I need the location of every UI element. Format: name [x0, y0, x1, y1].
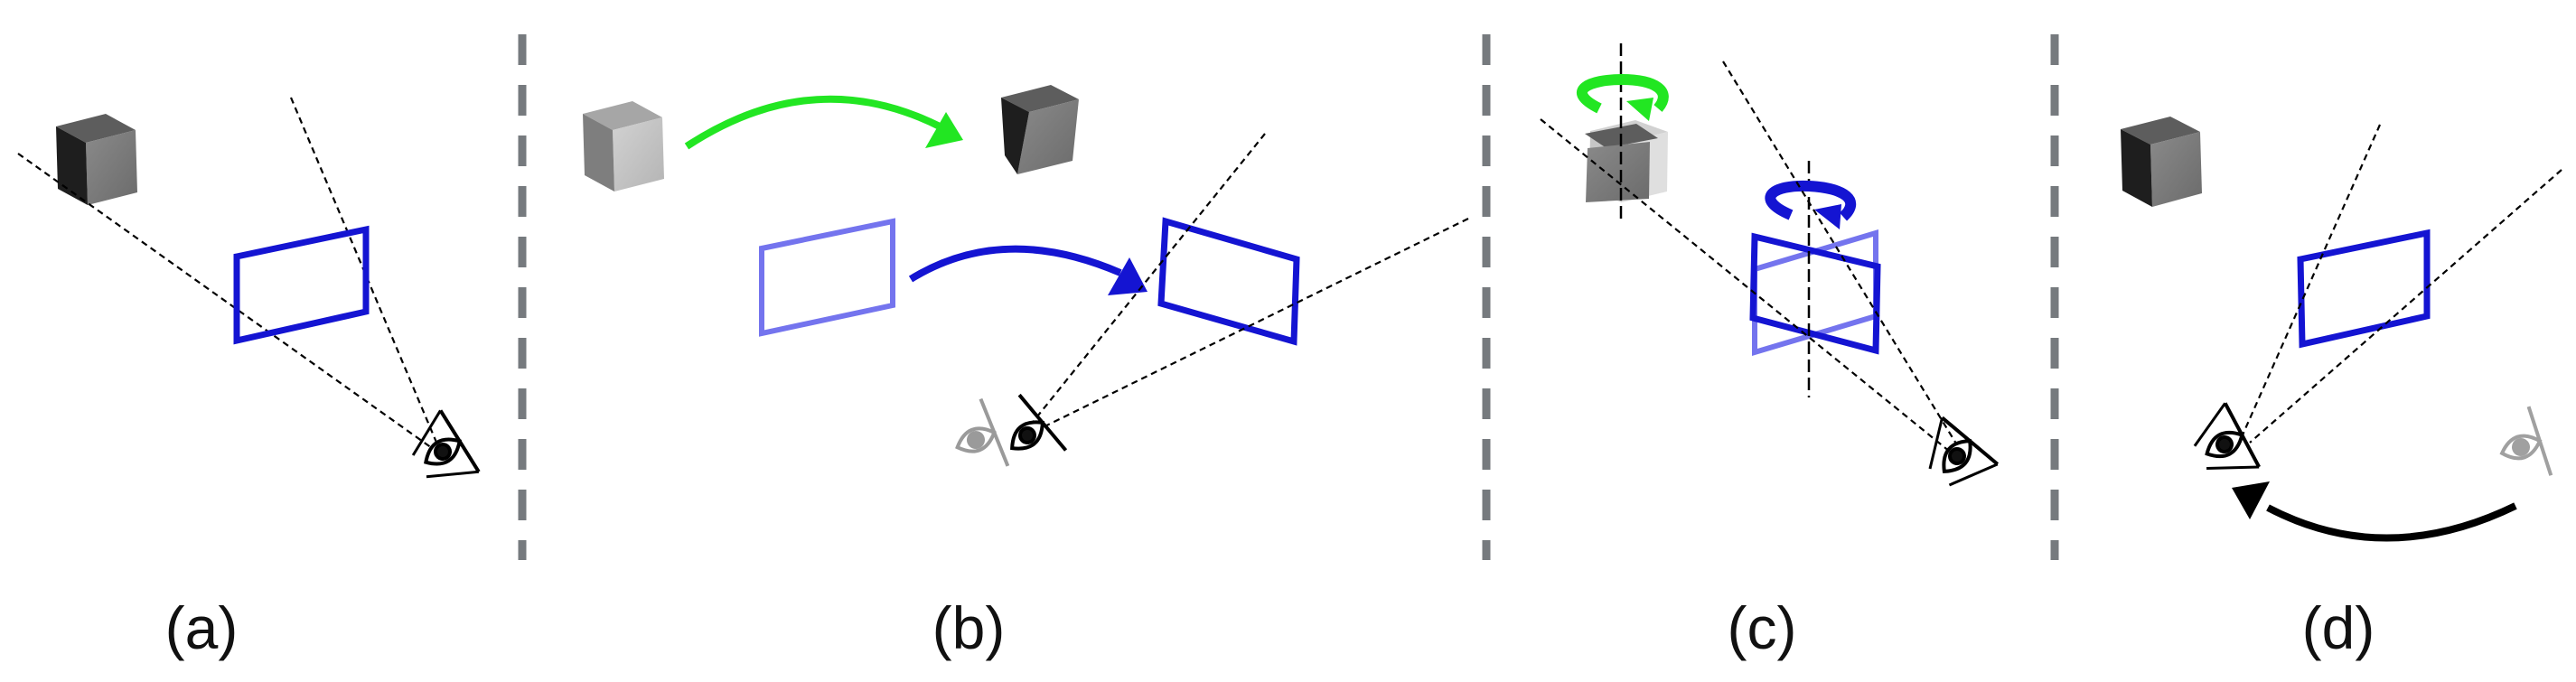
eye-icon: [1928, 416, 2000, 487]
panel-caption-a: (a): [164, 594, 239, 661]
image-frame: [2297, 229, 2431, 349]
cube-icon: [56, 114, 137, 205]
rotate-arrow-icon: [1765, 180, 1857, 229]
view-rays: [1540, 61, 1960, 453]
eye-icon: [1010, 393, 1068, 452]
image-frame: [233, 225, 370, 345]
eye-icon: [411, 409, 481, 479]
cube-icon: [583, 101, 664, 192]
rotate-arrow-icon: [1577, 73, 1669, 121]
panel-b: [583, 85, 1469, 467]
panel-caption-c: (c): [1727, 594, 1797, 661]
eye-icon: [2193, 402, 2261, 470]
curved-arrow-icon: [908, 245, 1147, 295]
image-frame: [1157, 217, 1300, 346]
panel-a: [17, 97, 481, 479]
image-frame: [1749, 232, 1881, 355]
image-frame-faded: [759, 218, 895, 337]
cube-icon: [2121, 117, 2202, 207]
panel-caption-b: (b): [932, 594, 1006, 661]
panel-caption-d: (d): [2301, 594, 2375, 661]
curved-arrow-icon: [2232, 481, 2517, 542]
view-rays: [2239, 124, 2562, 444]
eye-icon: [955, 397, 1010, 467]
view-rays: [1026, 133, 1469, 434]
panel-d: [2121, 117, 2562, 542]
eye-icon: [2499, 406, 2553, 476]
panel-c: [1540, 43, 2000, 487]
curved-arrow-icon: [684, 95, 963, 150]
cube-icon: [1001, 85, 1079, 174]
